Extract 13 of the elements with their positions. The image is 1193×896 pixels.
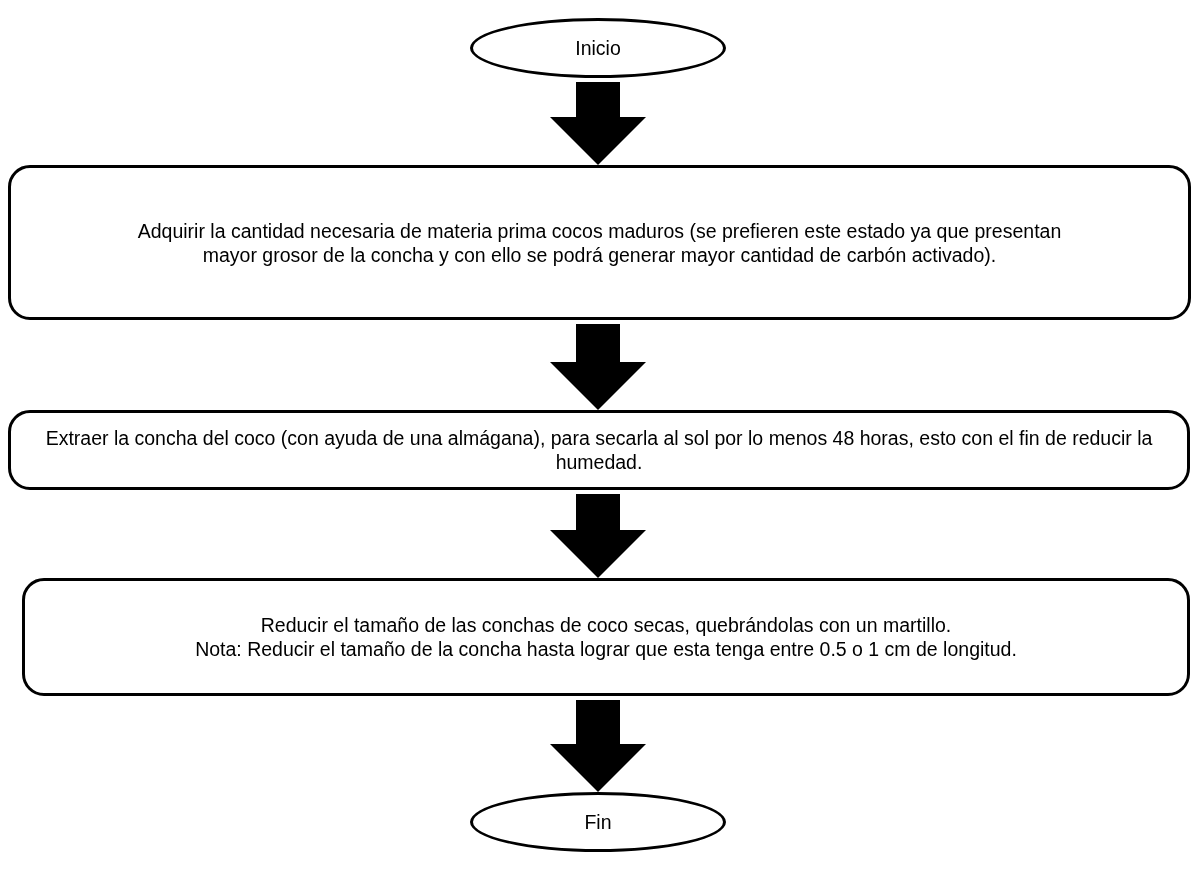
- step-text: Reducir el tamaño de las conchas de coco secas, quebrándolas con un martillo.: [260, 613, 952, 637]
- process-box: [8, 165, 1191, 320]
- step-text: Extraer la concha del coco (con ayuda de una almágana), para secarla al sol por lo menos 48 horas, esto con el fin de reducir la humedad.: [44, 426, 1154, 474]
- step-text: Inicio: [575, 36, 621, 60]
- block-arrow: [550, 700, 646, 792]
- block-arrow: [550, 324, 646, 410]
- process-box: [22, 578, 1190, 696]
- process-box: [8, 410, 1190, 490]
- step-text: Adquirir la cantidad necesaria de materia prima cocos maduros (se prefieren este estado ya que presentan mayor grosor de la concha y con ello se podrá generar mayor cantidad de carbón activado).: [136, 218, 1063, 267]
- block-arrow: [550, 494, 646, 578]
- block-arrow: [550, 82, 646, 165]
- step-text: Fin: [584, 810, 612, 834]
- note-text: Nota: Reducir el tamaño de la concha hasta lograr que esta tenga entre 0.5 o 1 cm de longitud.: [195, 637, 1017, 661]
